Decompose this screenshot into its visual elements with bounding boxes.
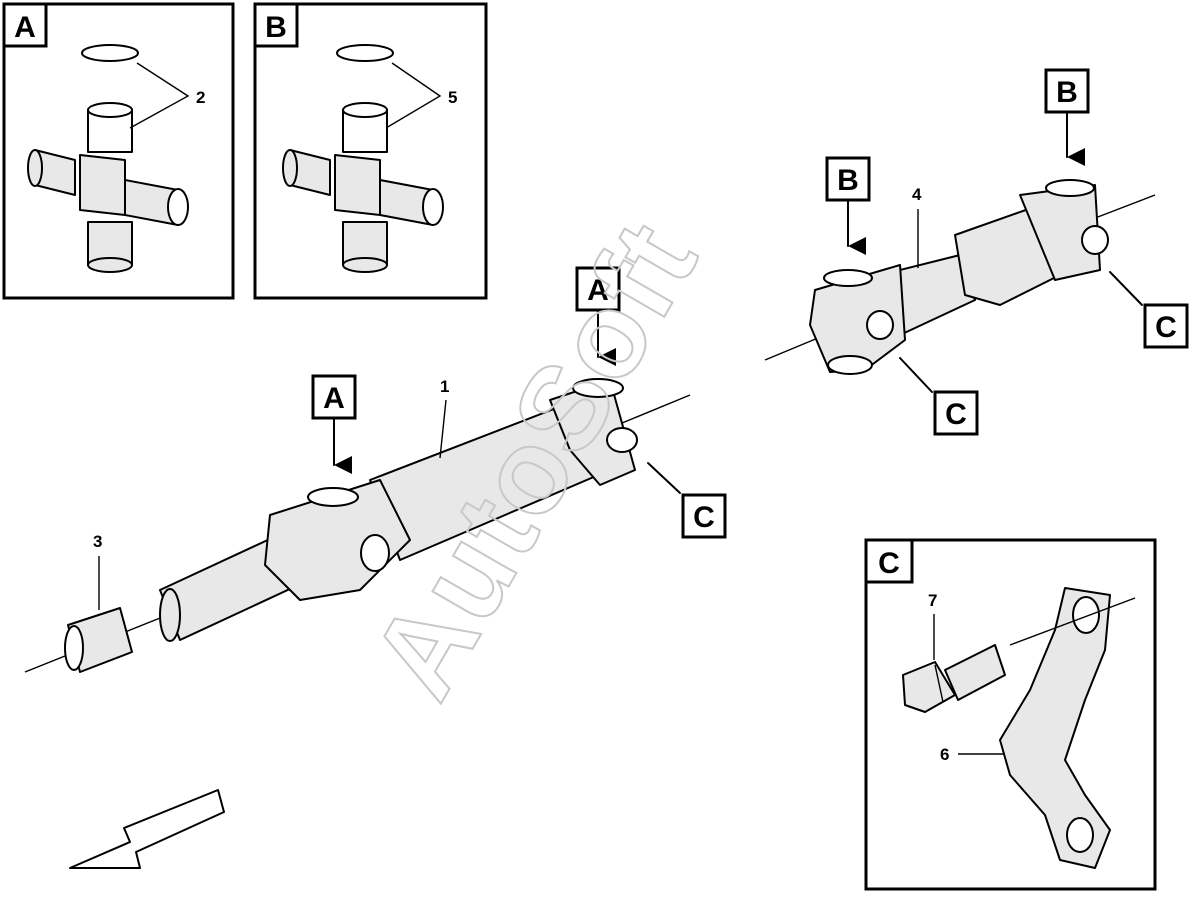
svg-text:B: B: [1056, 76, 1078, 109]
universal-joint-cross-b: [282, 44, 444, 273]
snap-ring-b: [336, 44, 394, 62]
callout-a-front: A: [311, 374, 357, 474]
svg-text:A: A: [587, 274, 609, 307]
callout-b-front: B: [825, 156, 871, 255]
detail-c-label: C: [878, 547, 900, 580]
part-number-1: 1: [440, 377, 449, 396]
part-number-6: 6: [940, 745, 949, 764]
callout-c-rear-end: C: [1109, 271, 1189, 349]
part-number-2: 2: [196, 88, 205, 107]
callout-c-main-shaft: C: [647, 462, 727, 539]
part-number-4: 4: [912, 185, 922, 204]
rear-bearing-cap-b: [1045, 179, 1095, 197]
svg-text:C: C: [1155, 311, 1177, 344]
direction-arrow: [69, 789, 225, 869]
detail-a-label: A: [14, 11, 36, 44]
callout-b-rear: B: [1044, 68, 1090, 166]
svg-text:C: C: [945, 398, 967, 431]
front-bearing-cap-b: [823, 269, 873, 287]
front-bearing-cap-a: [307, 487, 359, 507]
strap-clamp: [999, 587, 1136, 869]
spline-nut: 3: [64, 532, 133, 673]
svg-text:B: B: [837, 164, 859, 197]
callout-c-rear-front: C: [899, 357, 979, 436]
svg-text:C: C: [693, 501, 715, 534]
detail-panel-c: C 7 6: [864, 538, 1157, 891]
detail-panel-b: B 5: [253, 2, 488, 300]
part-number-5: 5: [448, 88, 457, 107]
part-number-7: 7: [928, 591, 937, 610]
snap-ring-a: [81, 44, 139, 62]
part-number-3: 3: [93, 532, 102, 551]
rear-bearing-cap-a: [572, 378, 624, 398]
universal-joint-cross-a: [27, 44, 189, 273]
svg-text:A: A: [323, 382, 345, 415]
callout-a-rear: A: [575, 266, 621, 366]
detail-b-label: B: [265, 11, 287, 44]
rear-propeller-shaft: 4: [764, 179, 1156, 375]
detail-panel-a: A 2: [2, 2, 235, 300]
hex-bolt: [902, 644, 1006, 713]
